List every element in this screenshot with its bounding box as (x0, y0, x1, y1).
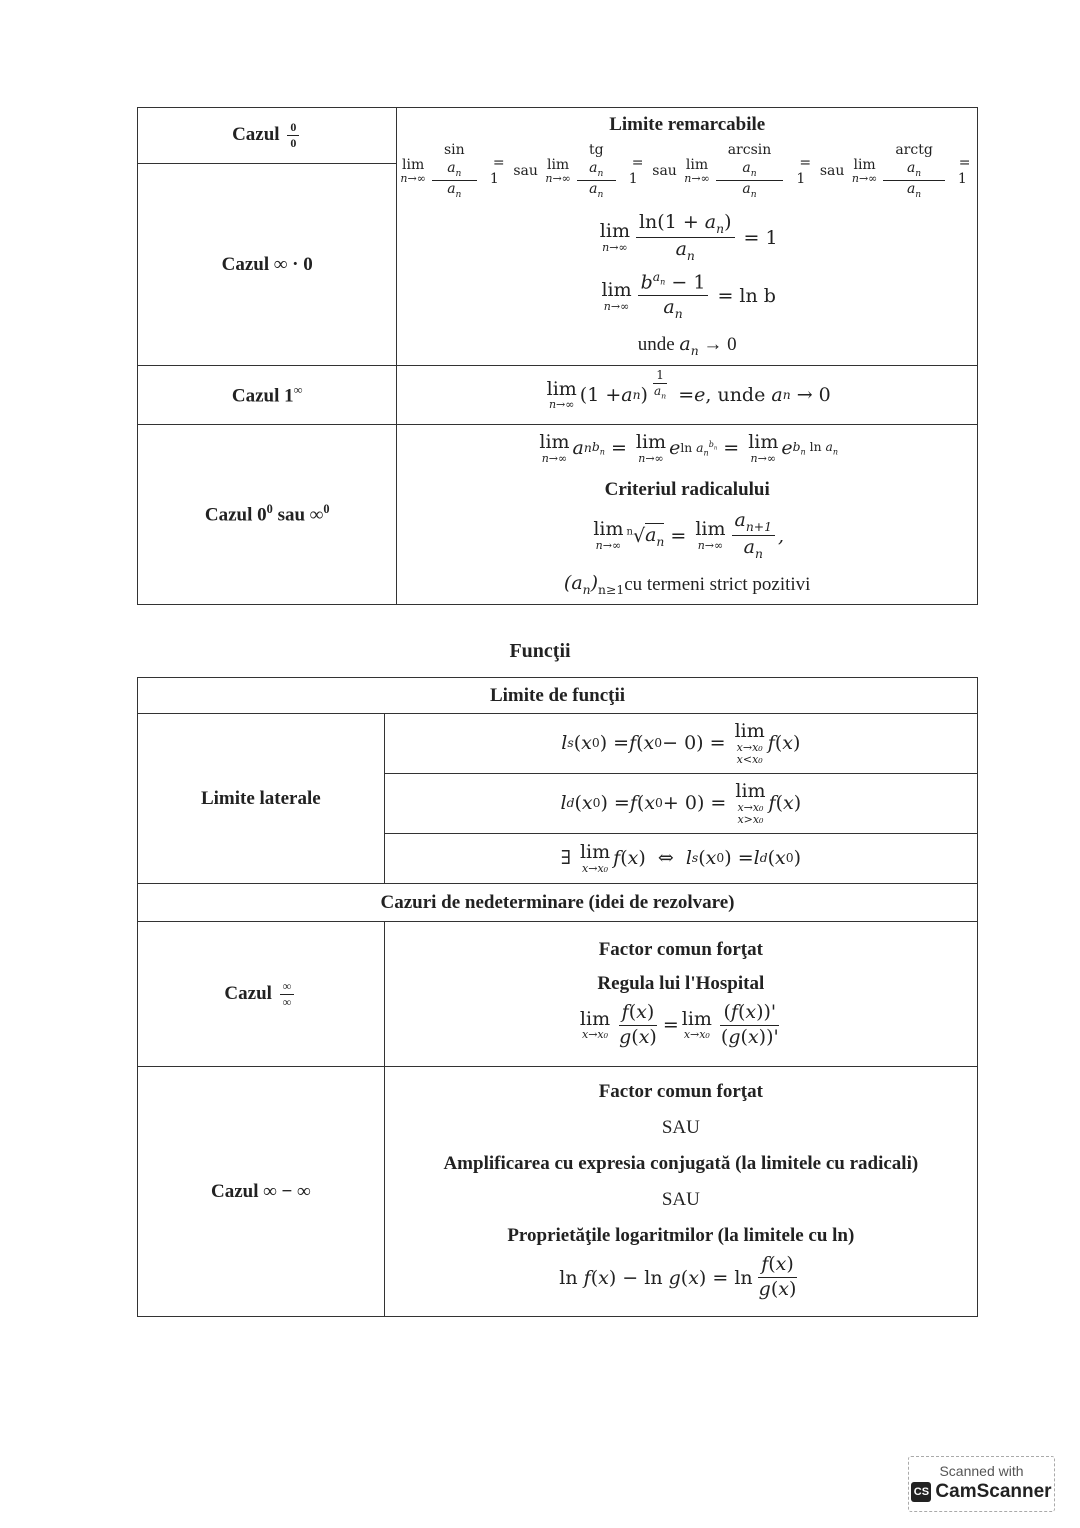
functions-section-title: Funcţii (509, 640, 571, 662)
common-factor-text-2: Factor comun forţat (598, 1081, 763, 1103)
case-inf-minus-inf-label: Cazul ∞ − ∞ (137, 1066, 385, 1317)
lateral-limits-label: Limite laterale (137, 713, 385, 884)
case-inf-over-inf-content: Factor comun forţat Regula lui l'Hospita… (383, 921, 979, 1067)
camscanner-logo-icon: CS (911, 1482, 932, 1502)
condition-line: unde an → 0 (637, 332, 737, 358)
criterion-title: Criteriul radicalului (604, 478, 770, 500)
case-inf-times-zero-label: Cazul ∞ · 0 (136, 163, 398, 366)
function-limits-header: Limite de funcţii (137, 677, 978, 714)
conjugate-text: Amplificarea cu expresia conjugată (la l… (443, 1153, 919, 1175)
case-one-inf-label: Cazul 1∞ (136, 365, 398, 425)
case-inf-minus-inf-content: Factor comun forţat SAU Amplificarea cu … (383, 1066, 979, 1317)
lhospital-text: Regula lui l'Hospital (597, 972, 765, 994)
log-properties-text: Proprietăţile logaritmilor (la limitele … (507, 1225, 855, 1247)
log-difference-formula: ln f(x) − ln g(x) = ln f(x)g(x) (559, 1253, 797, 1300)
case-zero-power-label: Cazul 00 sau ∞0 (136, 424, 398, 605)
case-inf-over-inf-label: Cazul ∞∞ (137, 921, 385, 1067)
remarkable-limits-header: Limite remarcabile (609, 114, 766, 135)
or-text-1: SAU (661, 1117, 700, 1139)
or-text-2: SAU (661, 1189, 700, 1211)
indeterminate-cases-header: Cazuri de nedeterminare (idei de rezolva… (137, 883, 978, 922)
common-factor-text: Factor comun forţat (598, 938, 763, 960)
